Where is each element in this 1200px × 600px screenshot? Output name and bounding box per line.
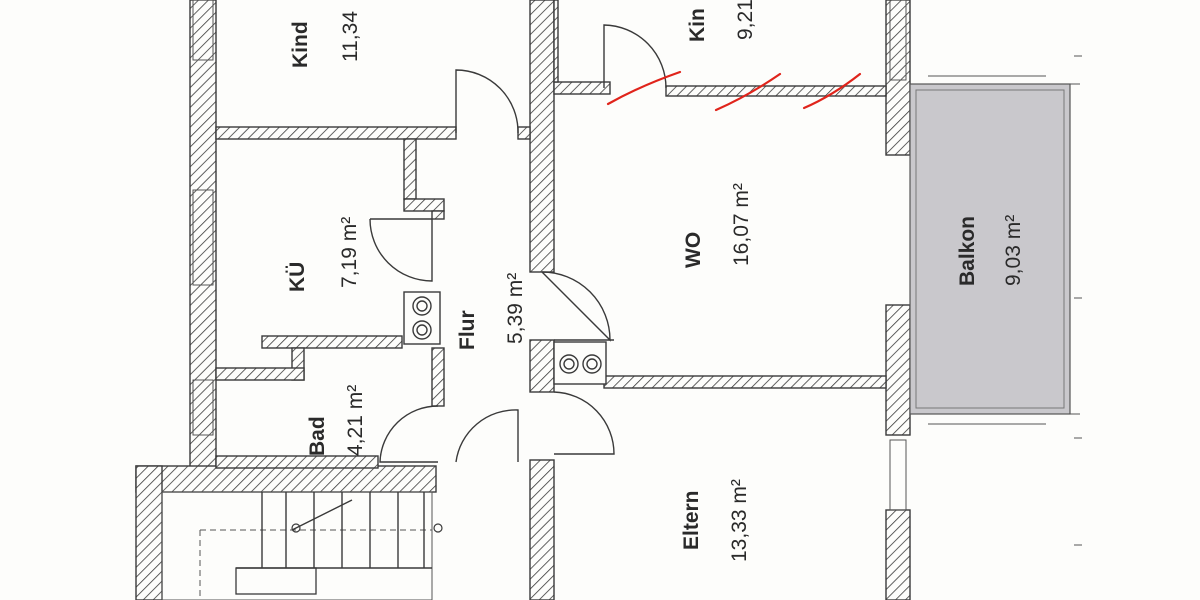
red-markings	[606, 70, 862, 112]
wall-left-exterior	[189, 0, 217, 471]
wall-bad-flur	[431, 347, 445, 407]
room-area: 16,07 m²	[730, 183, 753, 266]
wall-kueche-niche-h	[403, 198, 445, 212]
wall-wohnen-kind2-left	[553, 81, 611, 95]
wall-wohnen-kind2-right	[665, 85, 887, 97]
room-flur: Flur 5,39 m²	[456, 273, 527, 350]
room-name: Balkon	[956, 216, 979, 286]
wall-kueche-flur-v	[431, 210, 445, 220]
room-balkon: Balkon 9,03 m²	[956, 215, 1025, 286]
wall-kueche-bad	[261, 335, 403, 349]
wall-bad-notch-h	[215, 367, 305, 381]
wall-kind-kueche	[215, 126, 457, 140]
room-name: Eltern	[680, 490, 703, 550]
window-left-kind	[192, 0, 214, 61]
wall-central-top	[529, 0, 555, 273]
wall-kind2-left	[553, 0, 559, 83]
room-kind2: Kin 9,21	[686, 0, 757, 42]
wall-stairwell-top	[135, 465, 437, 493]
room-area: 13,33 m²	[728, 479, 751, 562]
room-name: Kind	[289, 21, 312, 68]
room-name: Kin	[686, 8, 709, 42]
room-wohnen: WO 16,07 m²	[682, 183, 753, 268]
room-area: 9,03 m²	[1002, 215, 1025, 286]
kueche-shaft	[403, 291, 441, 345]
central-shaft	[553, 341, 607, 385]
room-area: 7,19 m²	[338, 217, 361, 288]
room-name: Flur	[456, 310, 479, 350]
room-eltern: Eltern 13,33 m²	[680, 479, 751, 562]
window-right-eltern	[889, 439, 907, 511]
wall-kueche-niche-v	[403, 138, 417, 200]
room-kind1: Kind 11,34	[289, 11, 362, 68]
window-right-top	[889, 0, 907, 81]
stairs	[161, 491, 443, 600]
wall-wohnen-eltern	[603, 375, 887, 389]
room-area: 4,21 m²	[344, 385, 367, 456]
room-kueche: KÜ 7,19 m²	[286, 217, 361, 292]
room-area: 5,39 m²	[504, 273, 527, 344]
wall-right-low	[885, 509, 911, 600]
wall-right-mid	[885, 304, 911, 436]
room-bad: Bad 4,21 m²	[306, 385, 367, 456]
wall-central-low	[529, 459, 555, 600]
room-area: 9,21	[734, 0, 757, 40]
door-swings	[369, 24, 667, 463]
room-name: WO	[682, 232, 705, 268]
window-left-kueche	[192, 189, 214, 286]
wall-kind-flur-stub	[517, 126, 531, 140]
room-area: 11,34	[339, 11, 362, 62]
room-name: KÜ	[286, 262, 309, 292]
wall-stairwell-left	[135, 465, 163, 600]
window-left-bad	[192, 379, 214, 436]
room-name: Bad	[306, 416, 329, 456]
wall-bad-bottom	[215, 455, 379, 469]
balkon	[909, 75, 1080, 425]
wall-central-mid	[529, 339, 555, 393]
